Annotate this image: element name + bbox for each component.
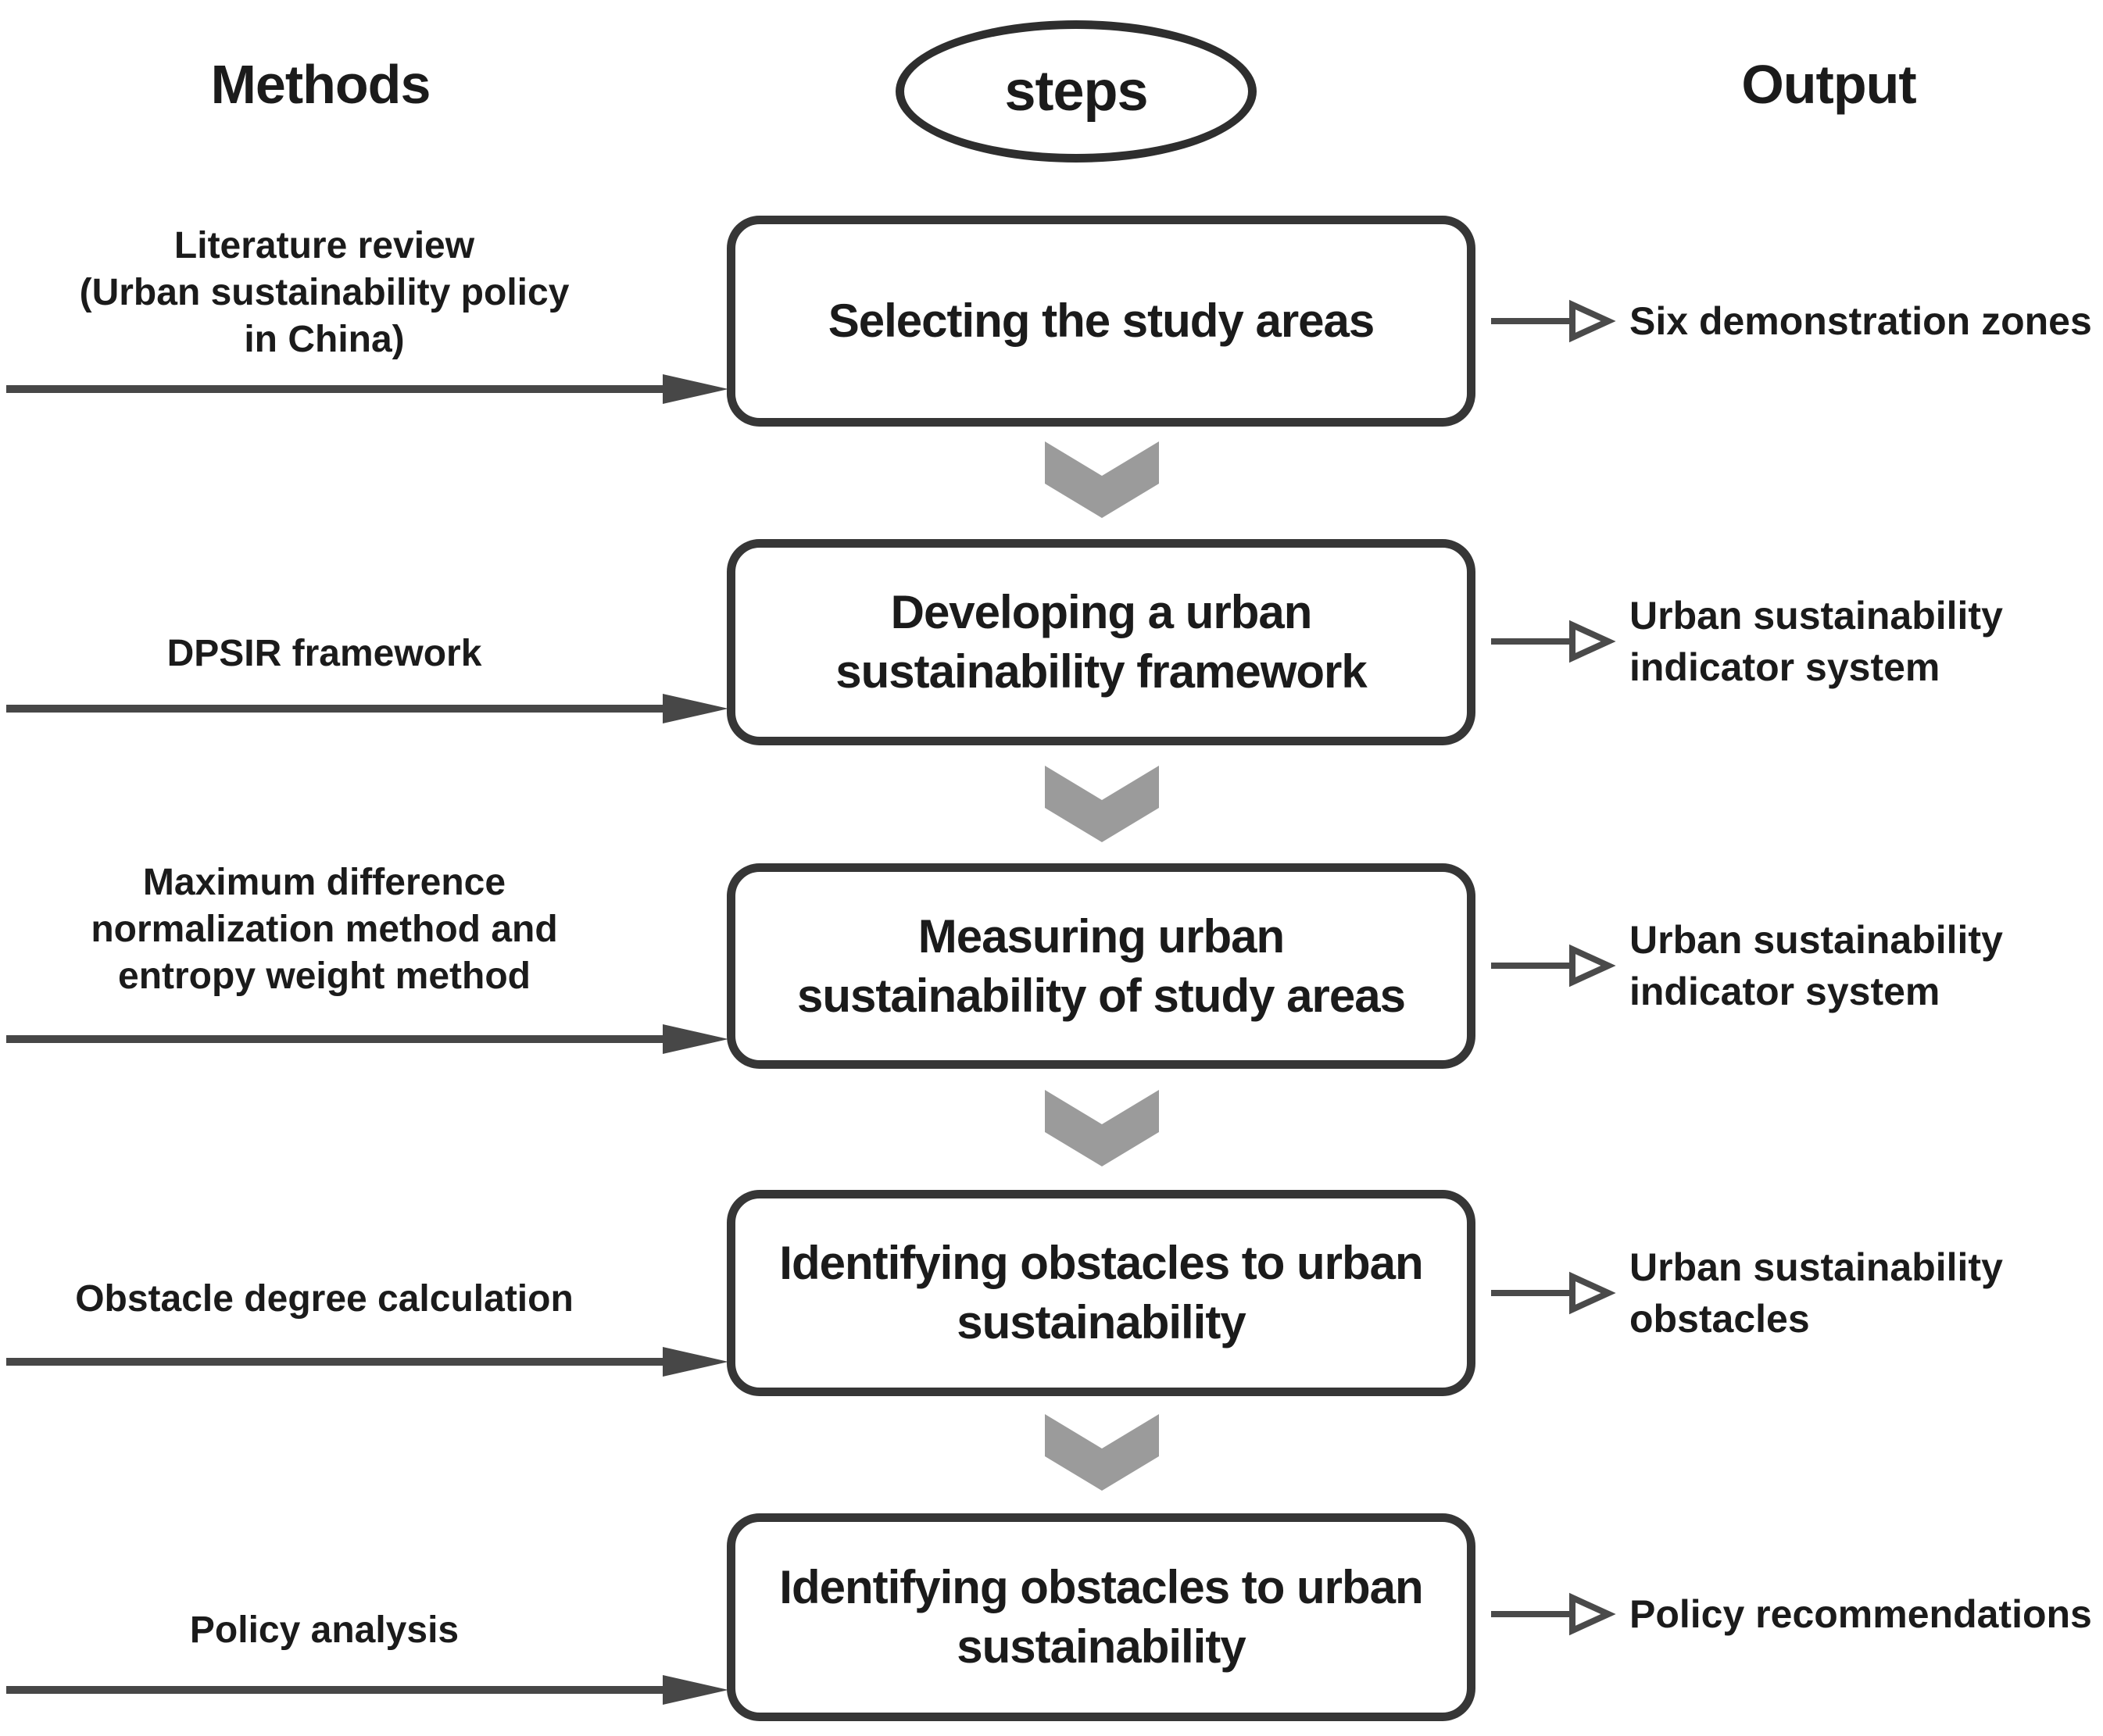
step-box-2: Developing a urban sustainability framew…	[727, 539, 1475, 745]
method-arrow-4	[6, 1347, 728, 1377]
output-label-4: Urban sustainability obstacles	[1629, 1245, 2003, 1341]
method-label-2: DPSIR framework	[166, 633, 482, 674]
output-label-3: Urban sustainability indicator system	[1629, 918, 2003, 1013]
steps-ellipse: steps	[896, 20, 1257, 163]
output-arrow-1	[1491, 299, 1616, 343]
output-label-2: Urban sustainability indicator system	[1629, 594, 2003, 689]
step-label-4: Identifying obstacles to urban sustainab…	[779, 1237, 1423, 1348]
method-label-5: Policy analysis	[189, 1609, 460, 1651]
chevron-down-icon	[1045, 1090, 1159, 1166]
method-label-1: Literature review (Urban sustainability …	[79, 225, 570, 360]
output-column-header: Output	[1741, 54, 1916, 115]
step-label-3: Measuring urban sustainability of study …	[797, 909, 1406, 1022]
step-box-3: Measuring urban sustainability of study …	[727, 863, 1475, 1069]
chevron-down-icon	[1045, 766, 1159, 842]
method-arrow-2	[6, 694, 728, 723]
chevron-down-icon	[1045, 441, 1159, 518]
step-box-5: Identifying obstacles to urban sustainab…	[727, 1513, 1475, 1721]
method-arrow-1	[6, 374, 728, 404]
output-arrow-5	[1491, 1592, 1616, 1636]
method-label-4: Obstacle degree calculation	[75, 1278, 574, 1320]
method-arrow-3	[6, 1024, 728, 1054]
steps-column-header: steps	[1004, 60, 1148, 123]
output-label-1: Six demonstration zones	[1629, 299, 2092, 343]
output-arrow-4	[1491, 1271, 1616, 1315]
output-label-5: Policy recommendations	[1629, 1592, 2092, 1636]
step-box-4: Identifying obstacles to urban sustainab…	[727, 1190, 1475, 1396]
step-label-1: Selecting the study areas	[828, 295, 1375, 347]
step-label-2: Developing a urban sustainability framew…	[835, 586, 1368, 698]
method-label-3: Maximum difference normalization method …	[91, 862, 558, 997]
step-box-1: Selecting the study areas	[727, 216, 1475, 427]
output-arrow-3	[1491, 944, 1616, 988]
method-arrow-5	[6, 1675, 728, 1705]
chevron-down-icon	[1045, 1414, 1159, 1491]
output-arrow-2	[1491, 620, 1616, 663]
methods-column-header: Methods	[210, 54, 431, 115]
step-label-5: Identifying obstacles to urban sustainab…	[779, 1561, 1423, 1673]
